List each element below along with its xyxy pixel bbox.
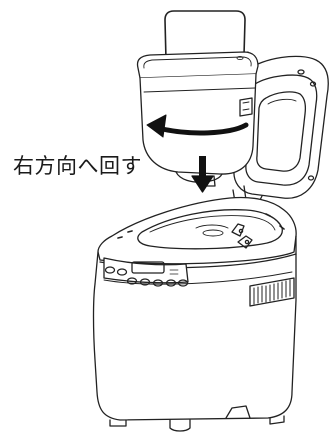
side-vent-grille <box>249 277 295 307</box>
bread-maker-body <box>92 196 297 432</box>
instruction-text: 右方向へ回す <box>13 154 142 178</box>
insert-down-arrow <box>191 156 214 193</box>
bread-pan <box>136 10 259 187</box>
